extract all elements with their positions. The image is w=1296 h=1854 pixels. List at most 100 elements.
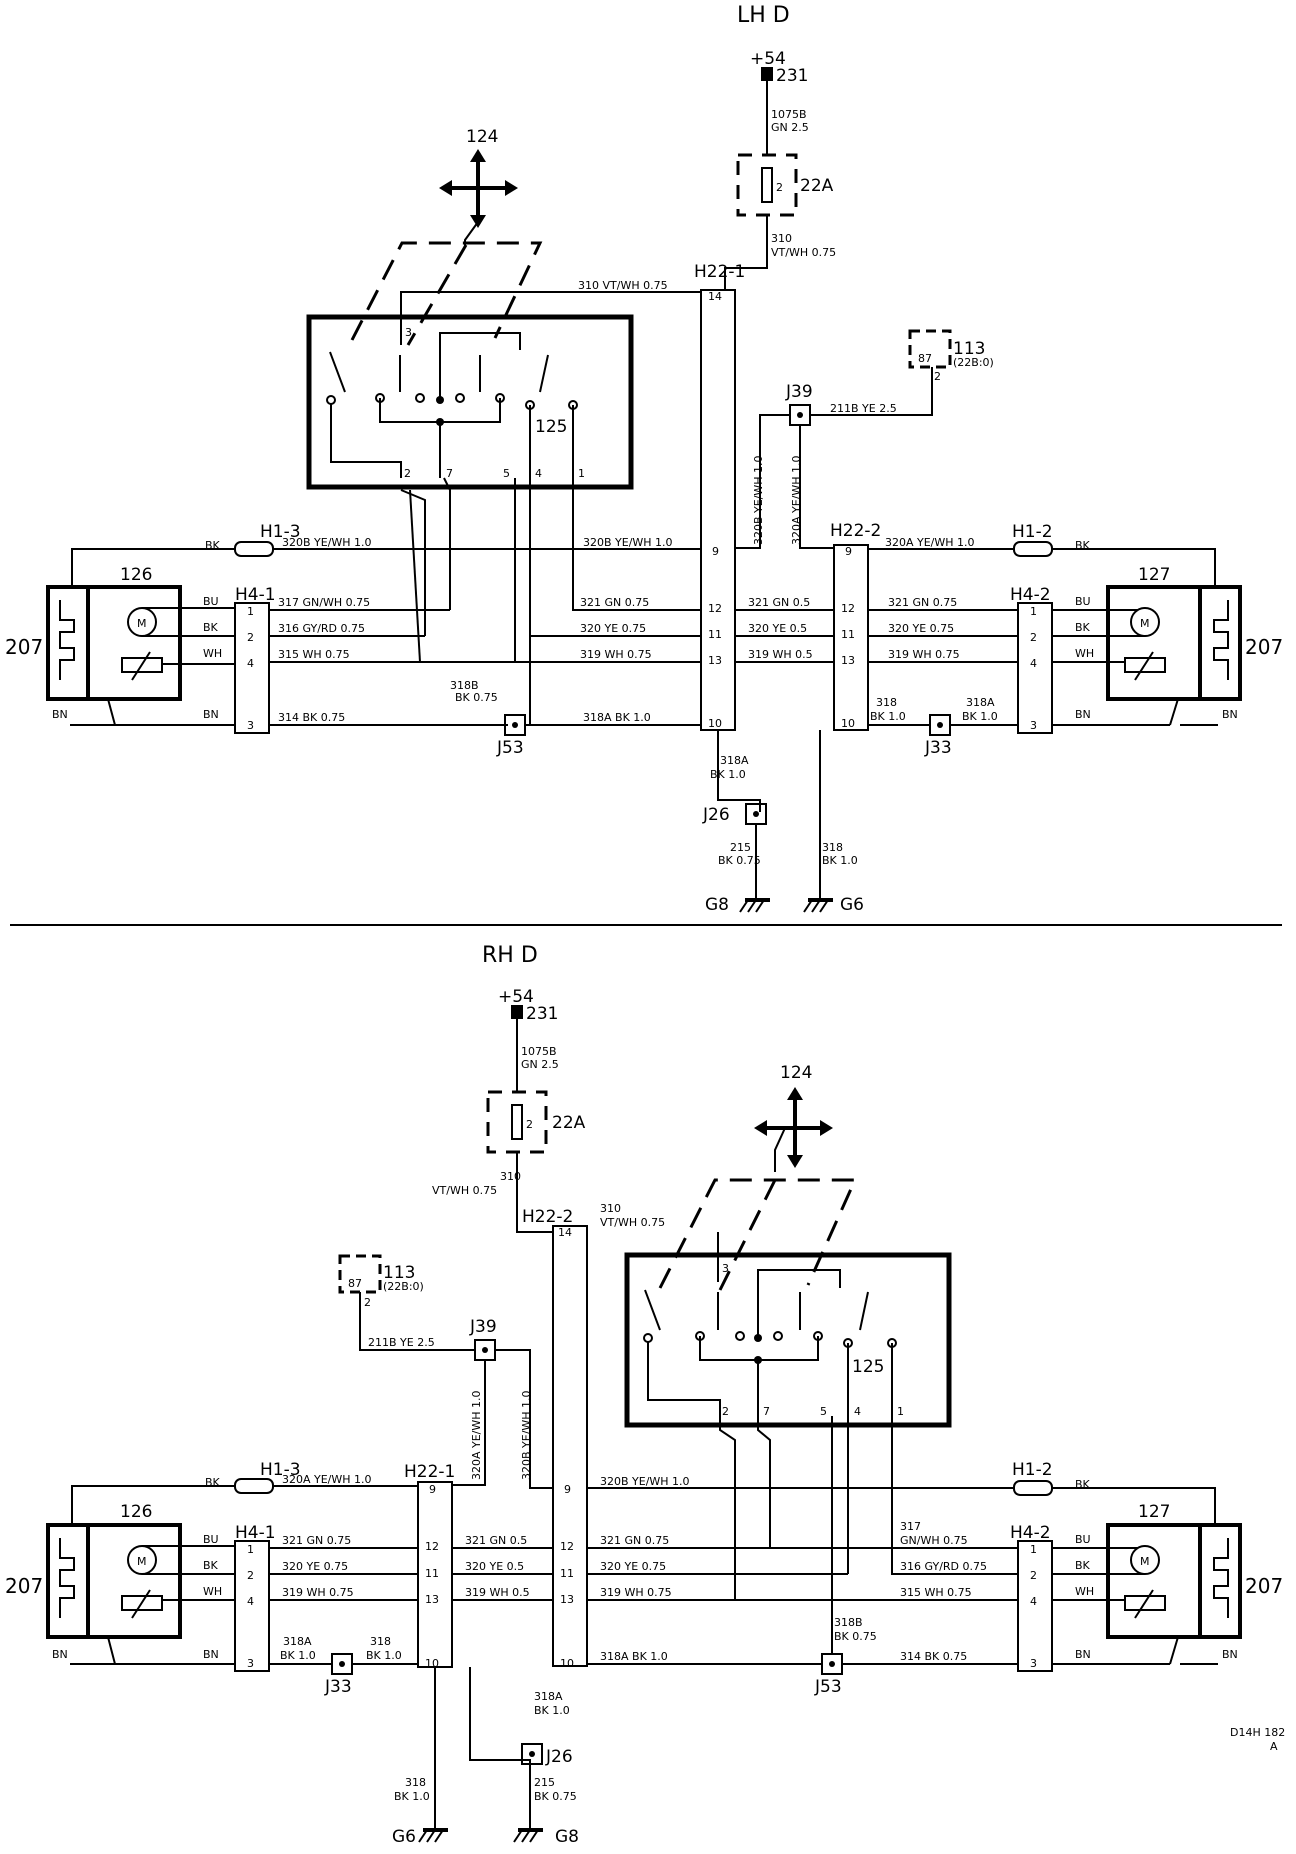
lh-switch-housing [306,314,634,490]
lh-wire-318a-v-id: 318A [720,754,749,767]
rh-wire-320a-vertical: 320A YE/WH 1.0 [470,1390,483,1480]
rh-wire-319-b: 319 WH 0.5 [465,1586,530,1599]
lh-sw-pin-7: 7 [446,467,453,480]
rh-wire-321-b: 321 GN 0.5 [465,1534,527,1547]
lh-h1-3-bk: BK [205,539,221,552]
rh-wire-318-l-spec: BK 1.0 [366,1649,402,1662]
rh-feed-wire-spec: GN 2.5 [521,1058,559,1071]
lh-fuse-holder [736,153,798,217]
rh-h1-3-bk: BK [205,1476,221,1489]
lh-wire-319-a: 319 WH 0.75 [580,648,652,661]
lh-wire-318a-v-spec: BK 1.0 [710,768,746,781]
lh-wire-318a-r-spec: BK 1.0 [962,710,998,723]
rh-sw-pin-3: 3 [722,1262,729,1275]
lh-wire-315: 315 WH 0.75 [278,648,350,661]
lh-r-wire-bk: BK [1075,621,1091,634]
rh-relay-label: 113 [383,1263,415,1283]
rh-207-left-label: 207 [5,1574,43,1598]
lh-pin-13b: 13 [841,654,855,667]
rh-switch-housing [624,1252,952,1428]
lh-wire-320-a: 320 YE 0.75 [580,622,646,635]
lh-fuse-out-id: 310 [771,232,792,245]
rh-wire-wh: WH [203,1585,222,1598]
rh-fuse-out-id: 310 [500,1170,521,1183]
lh-wire-bn-left: BN [52,708,68,721]
rh-mirror-unit-126 [46,1523,182,1639]
lh-h4-1-label: H4-1 [235,585,276,605]
lh-wire-319-b: 319 WH 0.5 [748,648,813,661]
lh-sw-pin-4: 4 [535,467,542,480]
rh-r-wire-wh: WH [1075,1585,1094,1598]
rh-relay-pin: 87 [348,1277,362,1290]
rh-wire-bn-left: BN [52,1648,68,1661]
lh-j53-label: J53 [496,738,524,758]
lh-h4-1-pin-3: 3 [247,719,254,732]
lh-motor-127-label: 127 [1138,565,1170,585]
lh-wire-314: 314 BK 0.75 [278,711,345,724]
rh-wire-318a-l-id: 318A [283,1635,312,1648]
rh-j33-label: J33 [324,1677,352,1697]
rh-pin-9a: 9 [429,1483,436,1496]
rh-feed-wire-id: 1075B [521,1045,557,1058]
lh-wire-320b-left: 320B YE/WH 1.0 [282,536,372,549]
rh-wire-215-spec: BK 0.75 [534,1790,577,1803]
lh-relay-pin: 87 [918,352,932,365]
rh-h1-3-label: H1-3 [260,1460,301,1480]
rh-sw-pin-1: 1 [897,1405,904,1418]
rh-fuse-label: 22A [552,1113,586,1133]
rh-motor-126-label: 126 [120,1502,152,1522]
lh-h4-1-pin-1: 1 [247,605,254,618]
rh-switch-id: 125 [852,1357,884,1377]
lh-r-wire-bn-right: BN [1222,708,1238,721]
rh-207-right-label: 207 [1245,1574,1283,1598]
lh-wire-bn-mid: BN [203,708,219,721]
rh-terminal-label: 231 [526,1004,558,1024]
lh-mirror-unit-126 [46,585,182,701]
lh-207-right-label: 207 [1245,635,1283,659]
rh-wire-321-a: 321 GN 0.75 [282,1534,351,1547]
lh-wire-321-b: 321 GN 0.5 [748,596,810,609]
lh-sw-pin-5: 5 [503,467,510,480]
rh-h4-2-pin-1: 1 [1030,1543,1037,1556]
lh-sw-pin-2: 2 [404,467,411,480]
lh-wire-wh: WH [203,647,222,660]
lh-h4-2-pin-3: 3 [1030,719,1037,732]
lh-title: LH D [737,3,790,28]
lh-motor-126-label: 126 [120,565,152,585]
rh-sw-pin-5: 5 [820,1405,827,1418]
rh-switch-contacts [643,1262,897,1416]
rh-wire-bu: BU [203,1533,219,1546]
rh-relay-out: 2 [364,1296,371,1309]
lh-terminal-block [761,67,773,81]
rh-fuse-out-spec: VT/WH 0.75 [432,1184,497,1197]
drawing-reference: D14H 182 [1230,1726,1285,1739]
lh-ground-g8-label: G8 [705,895,729,915]
lh-h4-2-pin-4: 4 [1030,657,1037,670]
rh-r-heater-icon [1213,1538,1229,1618]
rh-pin-12b: 12 [560,1540,574,1553]
rh-h4-1-label: H4-1 [235,1523,276,1543]
rh-h4-2-connector [1017,1540,1053,1672]
rh-heater-icon [59,1538,75,1618]
rh-h4-1-connector [234,1540,270,1672]
rh-r-memory-sensor-icon [1124,1595,1166,1611]
rh-fuse-pin: 2 [526,1118,533,1131]
rh-wire-318b-id: 318B [834,1616,863,1629]
rh-wire-317-spec: GN/WH 0.75 [900,1534,968,1547]
lh-wire-318-v-spec: BK 1.0 [822,854,858,867]
rh-h22-1-label: H22-1 [404,1462,455,1482]
lh-wire-317: 317 GN/WH 0.75 [278,596,370,609]
rh-sw-pin-2: 2 [722,1405,729,1418]
rh-wire-318a-v-id: 318A [534,1690,563,1703]
lh-r-wire-wh: WH [1075,647,1094,660]
rh-relay-note: (22B:0) [383,1280,424,1293]
lh-ground-g6-icon [803,898,833,913]
rh-h4-1-pin-4: 4 [247,1595,254,1608]
lh-r-memory-sensor-icon [1124,657,1166,673]
rh-pin-14: 14 [558,1226,572,1239]
rh-wire-320-c: 320 YE 0.75 [600,1560,666,1573]
rh-pin-12a: 12 [425,1540,439,1553]
rh-wire-318-v-spec: BK 1.0 [394,1790,430,1803]
rh-pin-11a: 11 [425,1567,439,1580]
